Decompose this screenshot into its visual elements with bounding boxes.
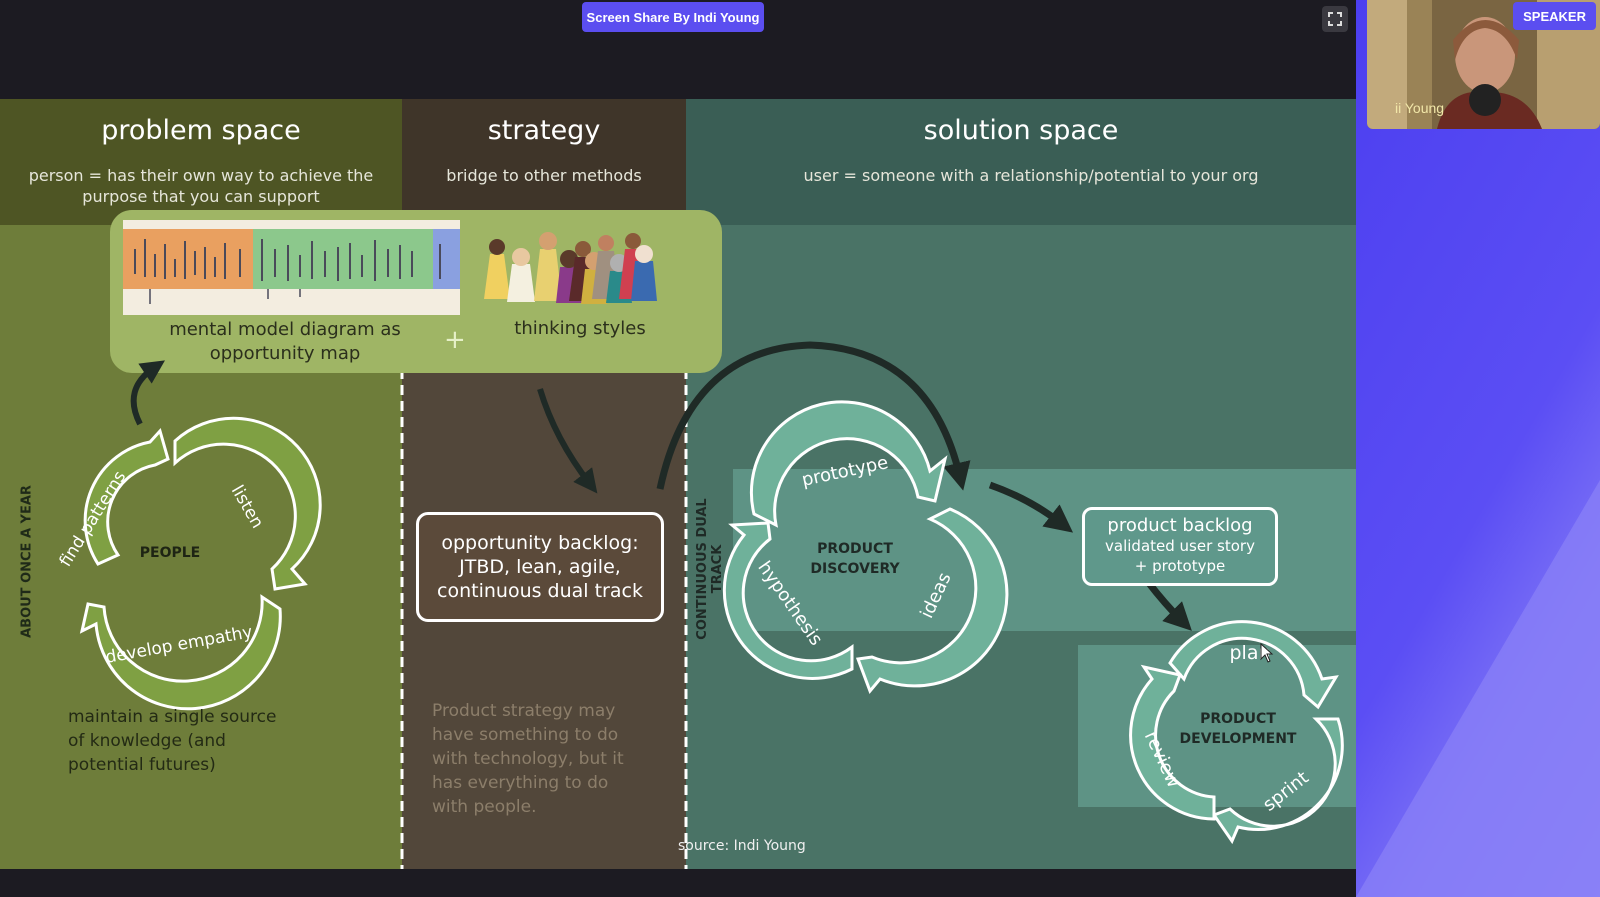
solution-space-header: solution space user = someone with a rel…: [686, 99, 1356, 225]
side-label-dual-track: CONTINUOUS DUAL TRACK: [695, 498, 725, 640]
strategy-subtitle: bridge to other methods: [446, 166, 642, 185]
plus-sign: +: [444, 325, 466, 355]
strategy-header: strategy bridge to other methods: [402, 99, 686, 225]
solution-space-subtitle: user = someone with a relationship/poten…: [803, 166, 1259, 185]
slide-background: [0, 99, 1356, 869]
participant-name: ii Young: [1395, 100, 1445, 116]
slide-source: source: Indi Young: [678, 838, 806, 854]
strategy-title: strategy: [487, 115, 601, 146]
presentation-slide: problem space person = has their own way…: [0, 99, 1356, 869]
speaker-badge: SPEAKER: [1513, 2, 1596, 30]
problem-space-header: problem space person = has their own way…: [0, 99, 402, 225]
problem-space-subtitle-1: person = has their own way to achieve th…: [28, 166, 374, 185]
maintain-knowledge-text: maintain a single source of knowledge (a…: [68, 707, 277, 775]
thinking-styles-label: thinking styles: [514, 318, 646, 339]
fullscreen-icon[interactable]: [1322, 6, 1348, 32]
mouse-cursor-icon: [1260, 643, 1274, 663]
product-backlog-box: product backlog validated user story + p…: [1082, 507, 1278, 586]
thinking-styles-people-image: [484, 232, 657, 304]
problem-space-title: problem space: [101, 115, 301, 146]
screen-share-label[interactable]: Screen Share By Indi Young: [582, 2, 764, 32]
development-step-plan: plan: [1229, 642, 1271, 664]
mental-model-diagram-image: [123, 220, 460, 315]
development-center: PRODUCT DEVELOPMENT: [1179, 711, 1297, 747]
discovery-center: PRODUCT DISCOVERY: [810, 541, 900, 577]
speaker-video[interactable]: SPEAKER ii Young: [1367, 0, 1600, 129]
opportunity-backlog-box: opportunity backlog: JTBD, lean, agile, …: [416, 512, 664, 622]
people-cycle: [79, 416, 322, 711]
bottom-bar: [0, 869, 1356, 897]
participants-panel: [1356, 0, 1600, 897]
discovery-cycle: [722, 400, 1009, 694]
mental-model-caption-2: opportunity map: [209, 343, 361, 364]
problem-space-subtitle-2: purpose that you can support: [82, 187, 320, 206]
strategy-note: Product strategy may have something to d…: [432, 701, 624, 817]
mental-model-caption-1: mental model diagram as: [169, 319, 401, 340]
people-cycle-center: PEOPLE: [139, 545, 201, 561]
solution-space-title: solution space: [923, 115, 1119, 146]
side-label-year: ABOUT ONCE A YEAR: [19, 485, 35, 638]
top-bar: Screen Share By Indi Young: [0, 0, 1356, 99]
development-cycle: [1129, 620, 1344, 845]
